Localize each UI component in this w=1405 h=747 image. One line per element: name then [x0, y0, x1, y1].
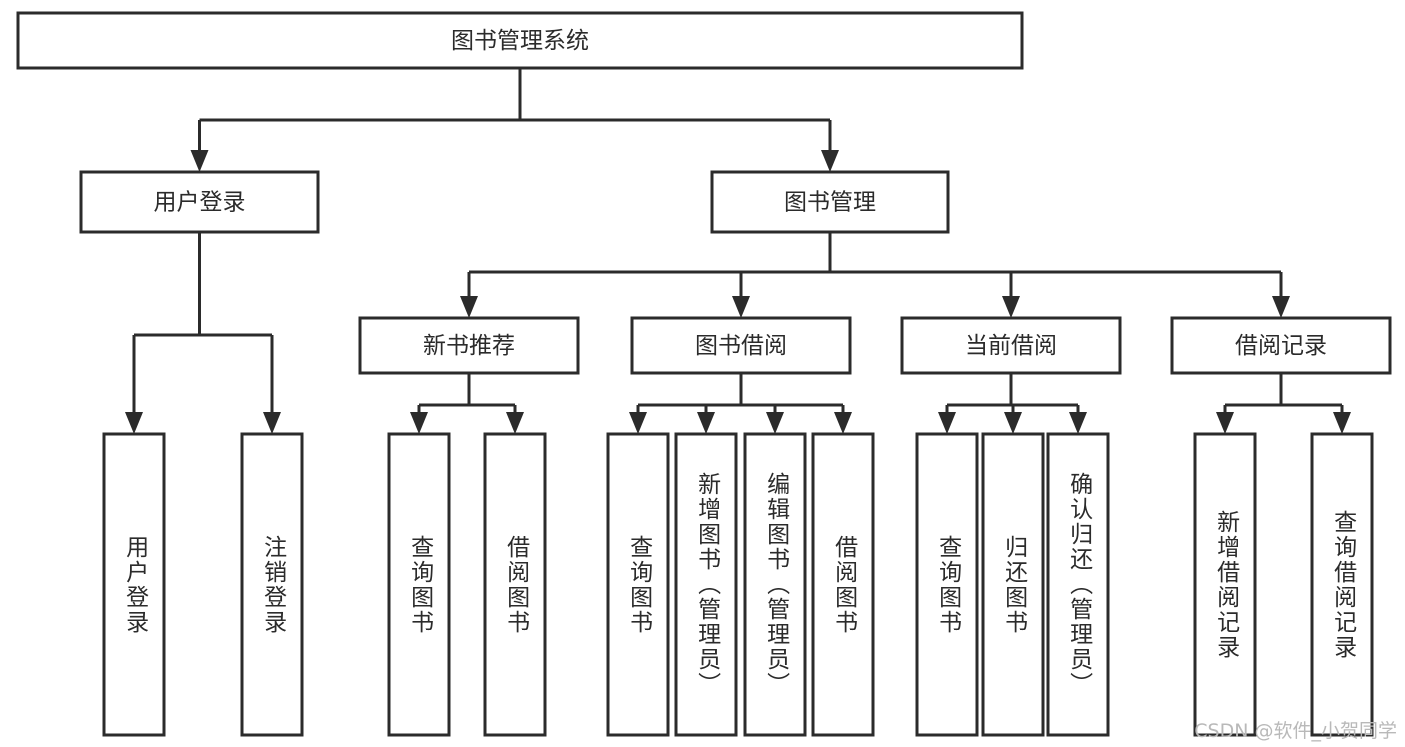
node-label-root: 图书管理系统: [451, 28, 589, 54]
node-box-user-login[interactable]: [79, 170, 320, 234]
arrow-head-icon: [125, 412, 143, 434]
node-label-book-manage: 图书管理: [784, 190, 876, 216]
node-box-leaf-add-record[interactable]: [1193, 432, 1257, 737]
node-box-leaf-return-book[interactable]: [981, 432, 1045, 737]
node-box-leaf-edit-book[interactable]: [743, 432, 807, 737]
arrow-head-icon: [629, 412, 647, 434]
arrow-head-icon: [697, 412, 715, 434]
edge-group-borrow-record: [1216, 373, 1351, 434]
node-label-current-borrow: 当前借阅: [965, 333, 1057, 359]
node-box-root[interactable]: [16, 11, 1024, 70]
arrow-head-icon: [821, 150, 839, 172]
edge-group-user-login: [125, 232, 281, 434]
node-box-leaf-logout[interactable]: [240, 432, 304, 737]
arrow-head-icon: [1002, 296, 1020, 318]
arrow-head-icon: [460, 296, 478, 318]
edge-group-book-manage: [460, 232, 1290, 318]
node-box-book-borrow[interactable]: [630, 316, 852, 375]
node-box-leaf-query-record[interactable]: [1310, 432, 1374, 737]
node-box-leaf-query-book-1[interactable]: [387, 432, 451, 737]
arrow-head-icon: [1069, 412, 1087, 434]
arrow-head-icon: [1216, 412, 1234, 434]
arrow-head-icon: [1004, 412, 1022, 434]
edge-group-root: [190, 68, 839, 172]
node-box-layer: [16, 11, 1392, 737]
node-label-borrow-record: 借阅记录: [1235, 333, 1327, 359]
node-label-new-book-rec: 新书推荐: [423, 333, 515, 359]
edge-group-book-borrow: [629, 373, 852, 434]
arrow-head-icon: [506, 412, 524, 434]
arrow-head-icon: [834, 412, 852, 434]
arrow-head-icon: [190, 150, 209, 172]
node-box-new-book-rec[interactable]: [358, 316, 580, 375]
connector-layer: [125, 68, 1351, 434]
arrow-head-icon: [263, 412, 281, 434]
node-box-leaf-borrow-book-1[interactable]: [483, 432, 547, 737]
node-box-leaf-borrow-book-2[interactable]: [811, 432, 875, 737]
arrow-head-icon: [732, 296, 750, 318]
arrow-head-icon: [1333, 412, 1351, 434]
edge-group-current-borrow: [938, 373, 1087, 434]
node-box-leaf-add-book[interactable]: [674, 432, 738, 737]
arrow-head-icon: [766, 412, 784, 434]
edge-group-new-book-rec: [410, 373, 524, 434]
csdn-watermark: CSDN @软件_小贺同学: [1194, 720, 1397, 742]
node-label-book-borrow: 图书借阅: [695, 333, 787, 359]
arrow-head-icon: [938, 412, 956, 434]
node-box-leaf-confirm-return[interactable]: [1046, 432, 1110, 737]
node-box-leaf-query-book-2[interactable]: [606, 432, 670, 737]
node-box-current-borrow[interactable]: [900, 316, 1122, 375]
node-box-borrow-record[interactable]: [1170, 316, 1392, 375]
node-box-leaf-query-book-3[interactable]: [915, 432, 979, 737]
arrow-head-icon: [1272, 296, 1290, 318]
arrow-head-icon: [410, 412, 428, 434]
node-box-leaf-user-login[interactable]: [102, 432, 166, 737]
node-box-book-manage[interactable]: [710, 170, 950, 234]
node-label-user-login: 用户登录: [154, 190, 246, 216]
